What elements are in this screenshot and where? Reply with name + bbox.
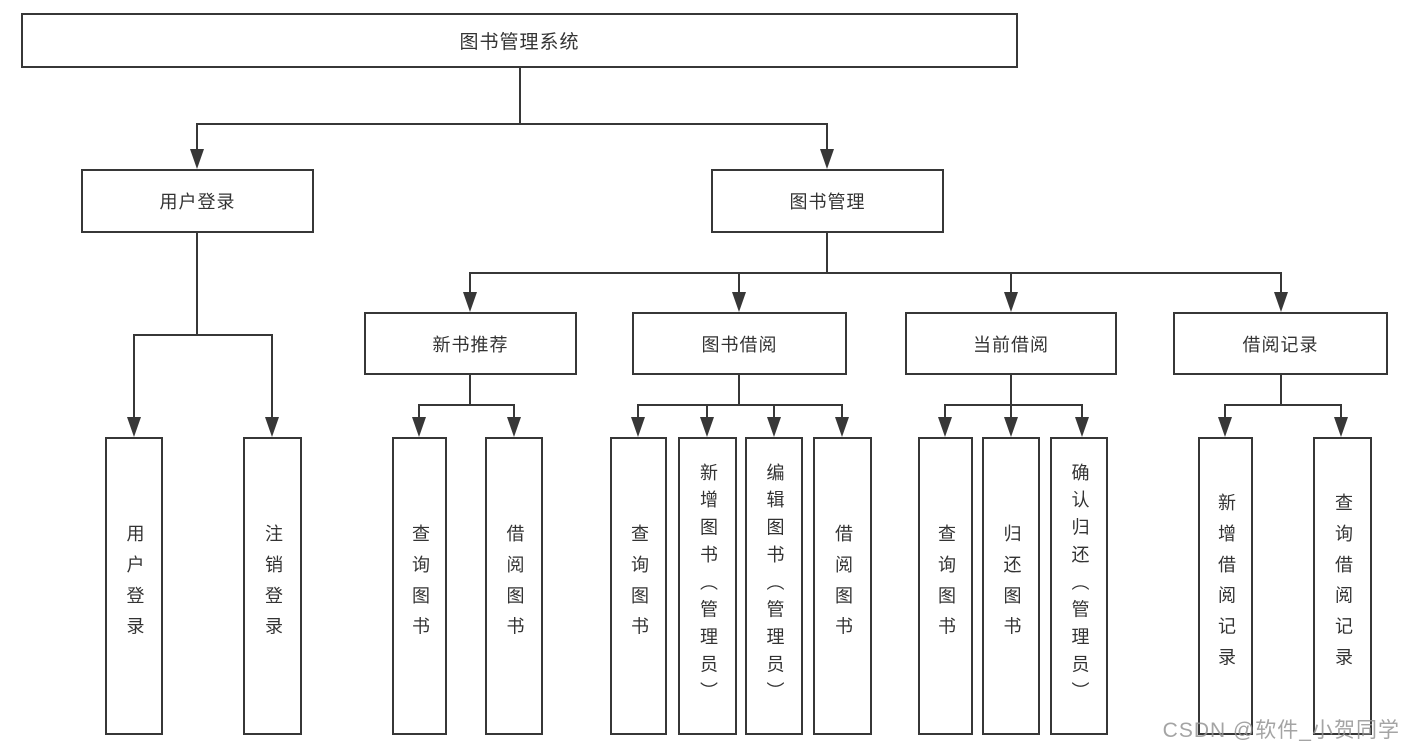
arrow-down-icon [1334, 417, 1348, 437]
leaf-confirm-return-admin: 确认归还（管理员） [1050, 437, 1108, 735]
node-borrowing-records: 借阅记录 [1173, 312, 1388, 375]
node-root-library-system: 图书管理系统 [21, 13, 1018, 68]
node-book-management: 图书管理 [711, 169, 944, 233]
connector-borrowing-drop-3 [773, 404, 775, 418]
connector-borrowing-drop-4 [841, 404, 843, 418]
connector-newbook-drop-2 [513, 404, 515, 418]
connector-userlogin-drop-2 [271, 334, 273, 418]
arrow-down-icon [835, 417, 849, 437]
connector-bookmgmt-drop-1 [469, 272, 471, 293]
arrow-down-icon [127, 417, 141, 437]
connector-root-drop-right [826, 123, 828, 150]
connector-current-drop-2 [1010, 404, 1012, 418]
leaf-user-login: 用户登录 [105, 437, 163, 735]
arrow-down-icon [463, 292, 477, 312]
connector-bookmgmt-stem [826, 233, 828, 274]
leaf-edit-books-admin: 编辑图书（管理员） [745, 437, 803, 735]
connector-records-drop-2 [1340, 404, 1342, 418]
csdn-watermark: CSDN @软件_小贺同学 [1162, 719, 1400, 742]
leaf-return-books: 归还图书 [982, 437, 1040, 735]
leaf-query-borrow-record: 查询借阅记录 [1313, 437, 1372, 735]
connector-current-stem [1010, 375, 1012, 406]
connector-bookmgmt-drop-2 [738, 272, 740, 293]
connector-records-rail [1224, 404, 1342, 406]
arrow-down-icon [190, 149, 204, 169]
connector-bookmgmt-drop-3 [1010, 272, 1012, 293]
leaf-query-books-borrowing: 查询图书 [610, 437, 667, 735]
leaf-borrow-books-recommend: 借阅图书 [485, 437, 543, 735]
node-user-login: 用户登录 [81, 169, 314, 233]
connector-root-rail [196, 123, 828, 125]
connector-current-rail [944, 404, 1083, 406]
connector-current-drop-3 [1081, 404, 1083, 418]
leaf-add-borrow-record: 新增借阅记录 [1198, 437, 1253, 735]
leaf-query-books-current: 查询图书 [918, 437, 973, 735]
arrow-down-icon [1004, 292, 1018, 312]
connector-borrowing-drop-2 [706, 404, 708, 418]
node-current-borrowing: 当前借阅 [905, 312, 1117, 375]
arrow-down-icon [631, 417, 645, 437]
connector-root-drop-left [196, 123, 198, 150]
arrow-down-icon [938, 417, 952, 437]
connector-newbook-drop-1 [418, 404, 420, 418]
connector-borrowing-stem [738, 375, 740, 406]
arrow-down-icon [700, 417, 714, 437]
connector-userlogin-rail [133, 334, 273, 336]
arrow-down-icon [1004, 417, 1018, 437]
arrow-down-icon [265, 417, 279, 437]
node-new-book-recommend: 新书推荐 [364, 312, 577, 375]
connector-newbook-rail [418, 404, 515, 406]
arrow-down-icon [1075, 417, 1089, 437]
arrow-down-icon [412, 417, 426, 437]
connector-bookmgmt-rail [469, 272, 1282, 274]
connector-borrowing-drop-1 [637, 404, 639, 418]
leaf-logout: 注销登录 [243, 437, 302, 735]
node-book-borrowing: 图书借阅 [632, 312, 847, 375]
connector-current-drop-1 [944, 404, 946, 418]
arrow-down-icon [507, 417, 521, 437]
leaf-query-books-recommend: 查询图书 [392, 437, 447, 735]
arrow-down-icon [820, 149, 834, 169]
connector-root-stem [519, 68, 521, 125]
connector-userlogin-drop-1 [133, 334, 135, 418]
leaf-borrow-books-borrowing: 借阅图书 [813, 437, 872, 735]
connector-records-stem [1280, 375, 1282, 406]
leaf-add-books-admin: 新增图书（管理员） [678, 437, 737, 735]
connector-borrowing-rail [637, 404, 843, 406]
connector-records-drop-1 [1224, 404, 1226, 418]
connector-bookmgmt-drop-4 [1280, 272, 1282, 293]
arrow-down-icon [732, 292, 746, 312]
connector-newbook-stem [469, 375, 471, 406]
connector-userlogin-stem [196, 233, 198, 336]
arrow-down-icon [1218, 417, 1232, 437]
arrow-down-icon [767, 417, 781, 437]
arrow-down-icon [1274, 292, 1288, 312]
